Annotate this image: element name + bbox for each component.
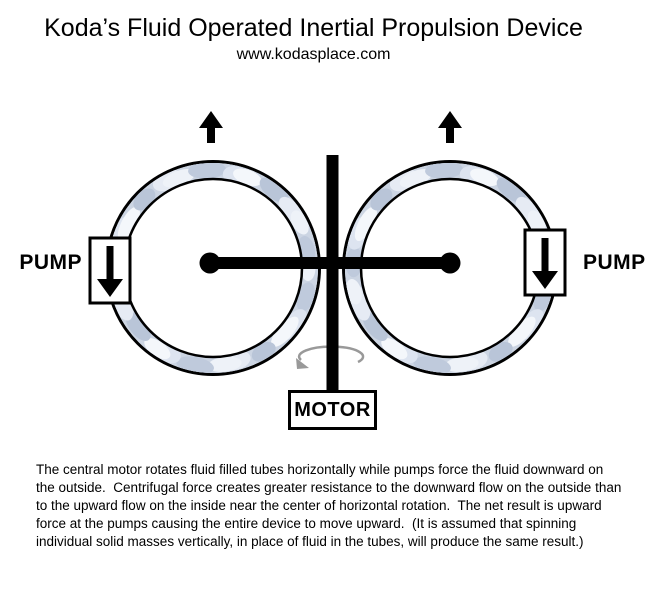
up-arrow-right [438,111,462,143]
left-pump [88,236,132,305]
page-title: Koda’s Fluid Operated Inertial Propulsio… [44,14,583,42]
left-pump-label: PUMP [19,251,82,274]
right-pump-label: PUMP [583,251,646,274]
left-hub-dot [199,252,221,274]
motor-label: MOTOR [294,398,371,421]
up-arrow-left [199,111,223,143]
motor-shaft [326,155,339,393]
right-hub-dot [439,252,461,274]
description-line: force at the pumps causing the entire de… [36,516,577,531]
description-line: to the upward flow on the inside near th… [36,498,602,513]
description-line: individual solid masses vertically, in p… [36,534,584,549]
down-arrow-icon [532,238,558,289]
description-line: the outside. Centrifugal force creates g… [36,480,622,495]
website-url: www.kodasplace.com [236,46,391,63]
down-arrow-icon [97,246,123,297]
description-line: The central motor rotates fluid filled t… [36,462,604,477]
description-text: The central motor rotates fluid filled t… [36,461,651,551]
motor-box: MOTOR [288,390,377,430]
header: Koda’s Fluid Operated Inertial Propulsio… [0,14,627,64]
right-pump [523,228,567,297]
